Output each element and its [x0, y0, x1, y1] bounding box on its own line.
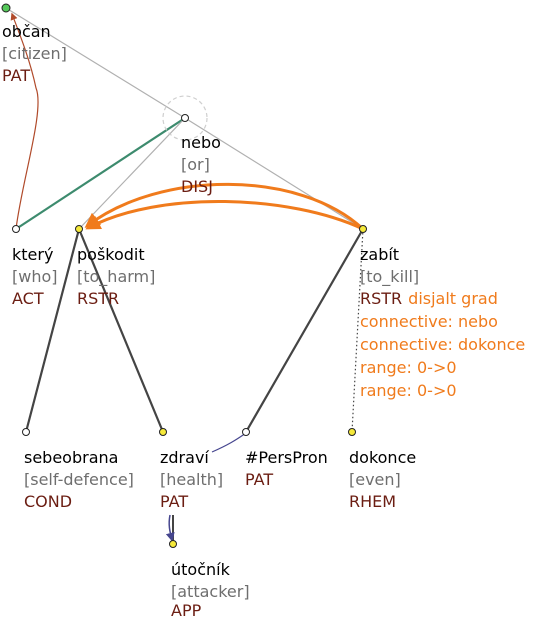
poskodit-gloss: [to_harm] — [77, 267, 155, 287]
zdravi-lemma: zdraví — [160, 448, 209, 467]
zabit-extra-3: range: 0->0 — [360, 358, 457, 377]
ktery-node[interactable] — [12, 225, 20, 233]
perspron-functor: PAT — [245, 470, 273, 489]
zabit-extra-0: disjalt grad — [408, 289, 498, 308]
zdravi-functor: PAT — [160, 492, 188, 511]
utocnik-lemma: útočník — [171, 560, 231, 579]
ktery-functor: ACT — [12, 289, 44, 308]
edge-zabit-dokonce — [351, 228, 364, 433]
dokonce-functor: RHEM — [349, 492, 396, 511]
coref-arrow-zdravi-perspron — [211, 432, 247, 453]
zdravi-gloss: [health] — [160, 470, 223, 489]
coref-arrow-zabit-poskodit-1 — [84, 182, 365, 231]
zabit-extra-4: range: 0->0 — [360, 381, 457, 400]
dokonce-gloss: [even] — [349, 470, 401, 489]
utocnik-functor: APP — [171, 601, 202, 619]
perspron-lemma: #PersPron — [245, 448, 328, 467]
poskodit-node[interactable] — [75, 225, 83, 233]
nebo-gloss: [or] — [181, 155, 210, 174]
coref-arrow-zdravi-utocnik — [165, 514, 175, 542]
obcan-functor: PAT — [2, 66, 30, 85]
nebo-functor: DISJ — [181, 177, 213, 196]
zabit-lemma: zabít — [360, 245, 399, 264]
ktery-gloss: [who] — [12, 267, 58, 286]
utocnik-gloss: [attacker] — [171, 582, 250, 601]
coref-arrow-zabit-poskodit-2 — [85, 200, 364, 231]
utocnik-node[interactable] — [169, 540, 177, 548]
edge-nebo-ktery — [15, 117, 186, 230]
coref-arrow-ktery-obcan — [10, 12, 39, 230]
zabit-node[interactable] — [359, 225, 367, 233]
obcan-gloss: [citizen] — [2, 44, 67, 63]
sebeobrana-node[interactable] — [22, 428, 30, 436]
poskodit-functor: RSTR — [77, 289, 119, 308]
nebo-lemma: nebo — [181, 133, 221, 152]
edge-zabit-perspron — [245, 228, 364, 433]
sebeobrana-lemma: sebeobrana — [24, 448, 118, 467]
sebeobrana-gloss: [self-defence] — [24, 470, 134, 489]
dokonce-lemma: dokonce — [349, 448, 416, 467]
dokonce-node[interactable] — [348, 428, 356, 436]
obcan-lemma: občan — [2, 22, 51, 41]
labels: občan [citizen] PAT nebo [or] DISJ který… — [2, 22, 525, 619]
edge-nebo-zabit — [184, 117, 364, 230]
nebo-node[interactable] — [181, 114, 189, 122]
root-node[interactable] — [1, 3, 11, 13]
perspron-node[interactable] — [242, 428, 250, 436]
zabit-extra-1: connective: nebo — [360, 312, 498, 331]
edge-root-nebo — [5, 7, 186, 119]
zabit-gloss: [to_kill] — [360, 267, 419, 287]
ktery-lemma: který — [12, 245, 53, 264]
edge-poskodit-zdravi — [77, 228, 165, 433]
poskodit-lemma: poškodit — [77, 245, 145, 264]
nebo-node-halo — [162, 95, 208, 141]
zdravi-node[interactable] — [159, 428, 167, 436]
nodes — [1, 3, 367, 548]
zabit-extra-2: connective: dokonce — [360, 335, 525, 354]
edges — [5, 7, 364, 544]
zabit-functor-value: RSTR — [360, 289, 402, 308]
reference-arrows — [10, 12, 365, 542]
sebeobrana-functor: COND — [24, 492, 72, 511]
edge-poskodit-sebeobrana — [24, 228, 81, 433]
zabit-functor: RSTR disjalt grad — [360, 289, 498, 308]
edge-nebo-poskodit — [78, 117, 186, 230]
